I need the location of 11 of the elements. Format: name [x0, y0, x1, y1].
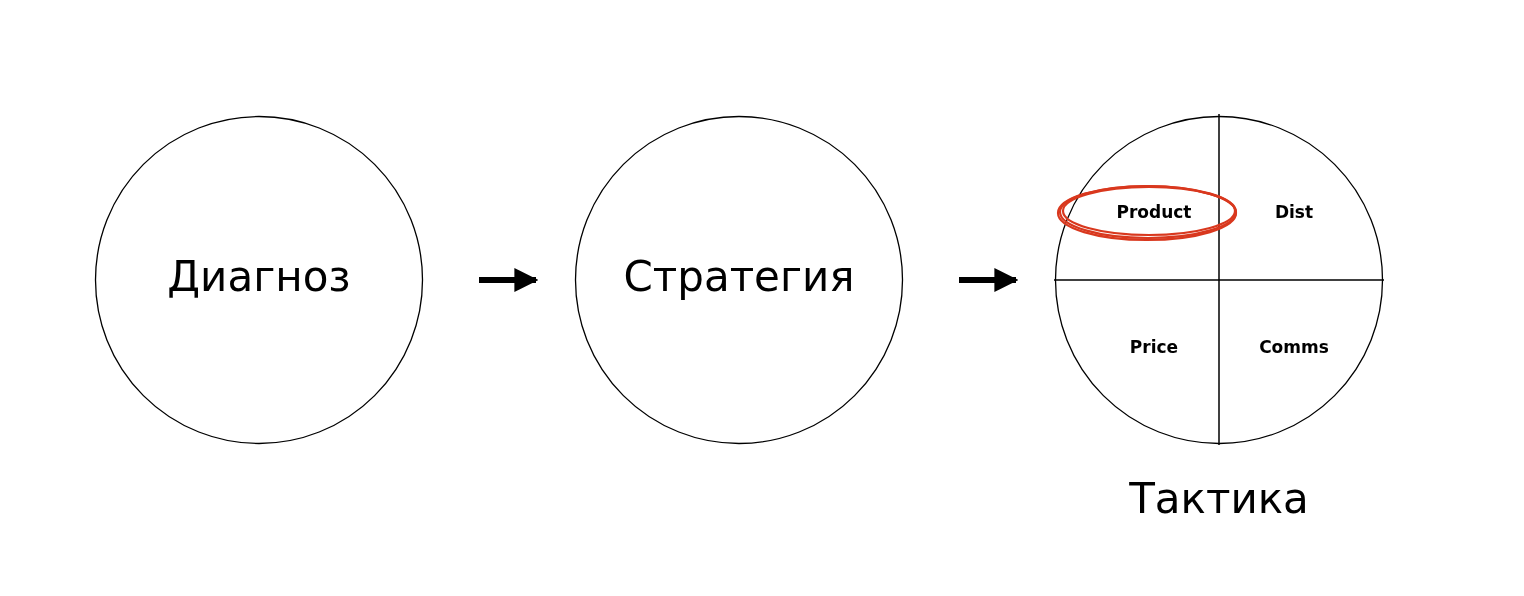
quadrant-label: Product	[1116, 202, 1192, 222]
stage-label: Стратегия	[622, 252, 856, 301]
stage-circle	[575, 116, 903, 444]
stage-title: Тактика	[1128, 474, 1310, 523]
quadrant-label: Comms	[1259, 337, 1329, 357]
quadrant-label: Dist	[1274, 202, 1314, 222]
arrow	[479, 268, 539, 292]
stage-label: Диагноз	[166, 252, 352, 301]
arrow	[959, 268, 1019, 292]
quadrant-label: Price	[1129, 337, 1179, 357]
stage-circle	[95, 116, 423, 444]
